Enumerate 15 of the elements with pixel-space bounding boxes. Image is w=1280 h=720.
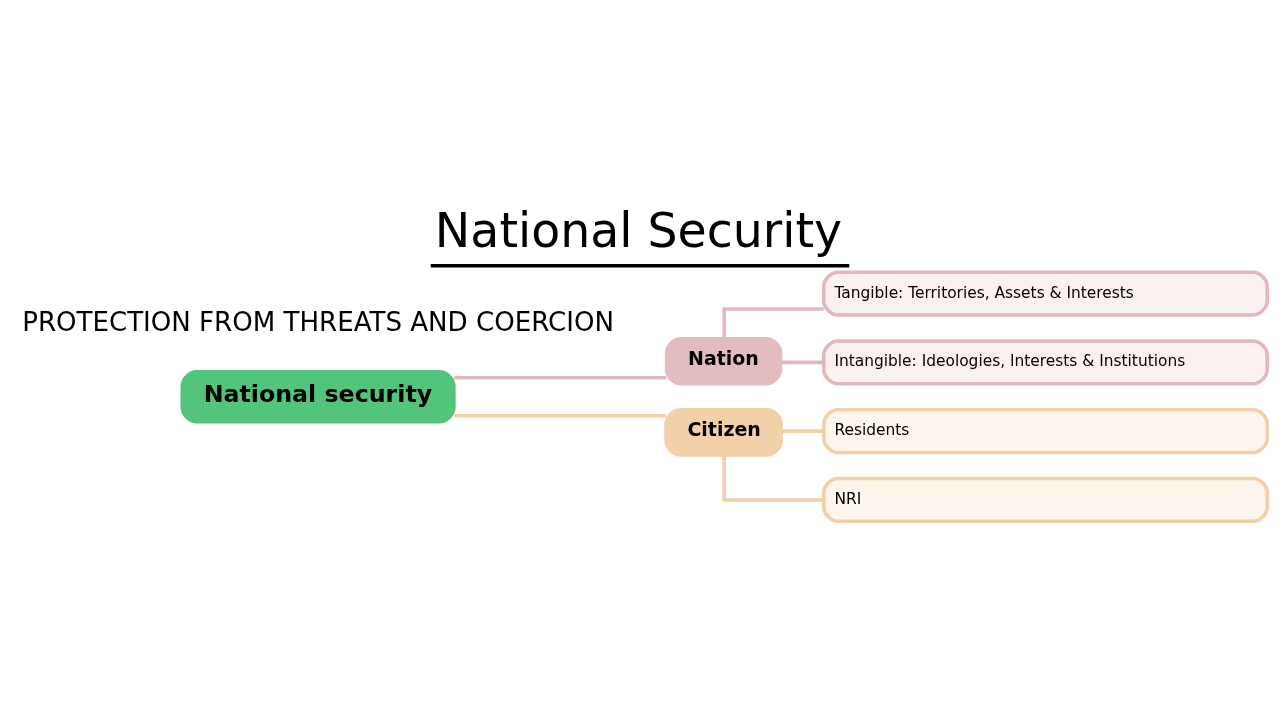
node-box: Citizen [664, 408, 783, 457]
node-box: Tangible: Territories, Assets & Interests [822, 270, 1269, 317]
node-box: Intangible: Ideologies, Interests & Institutions [822, 339, 1269, 386]
diagram-title: National Security [434, 203, 843, 259]
connector [780, 360, 824, 365]
node-box: Residents [822, 408, 1269, 455]
connector [722, 455, 824, 502]
label: PROTECTION FROM THREATS AND COERCION [22, 307, 614, 338]
connector [722, 307, 824, 339]
node-box: Nation [664, 336, 783, 386]
node-box: NRI [822, 476, 1269, 524]
connector [454, 376, 667, 380]
connector [454, 413, 666, 418]
connector [781, 429, 824, 433]
node-box: National security [180, 370, 456, 424]
